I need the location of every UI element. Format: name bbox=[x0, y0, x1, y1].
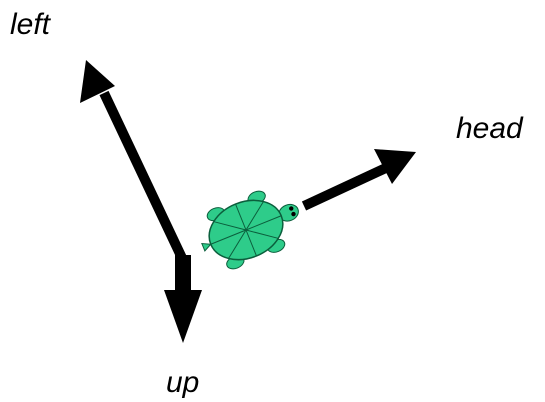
head-arrow bbox=[301, 149, 416, 211]
left-arrow bbox=[80, 60, 187, 261]
up-arrow bbox=[164, 255, 202, 343]
head-label: head bbox=[456, 112, 523, 145]
up-label: up bbox=[166, 366, 200, 399]
turtle-icon bbox=[201, 190, 299, 270]
left-label: left bbox=[10, 8, 51, 41]
